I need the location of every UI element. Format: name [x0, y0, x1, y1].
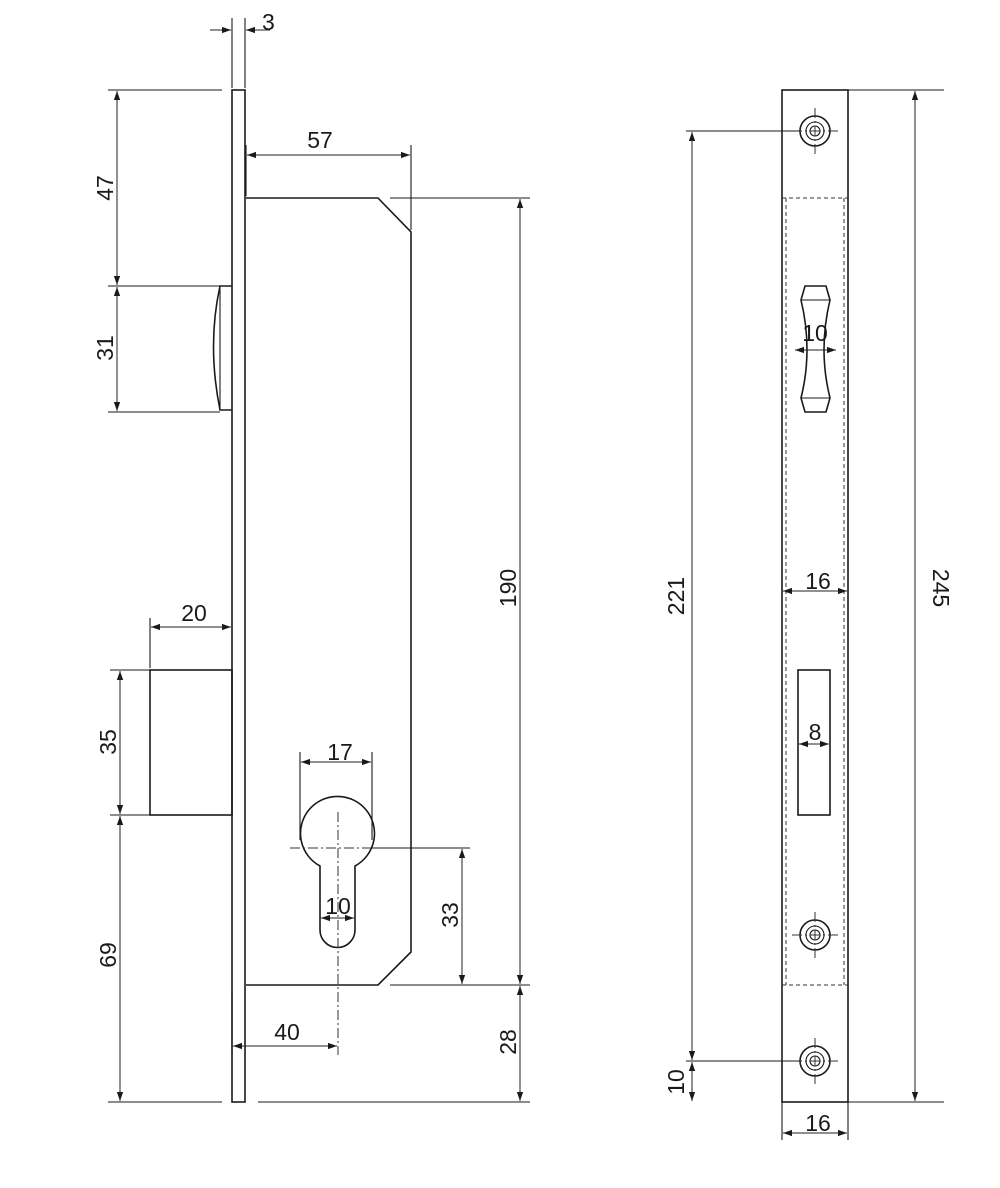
- dim-text-10-side: 10: [325, 893, 351, 919]
- dim-text-3: 3: [262, 9, 275, 35]
- dim-text-16-faceplate: 16: [805, 1110, 831, 1136]
- dim-backset: 40: [233, 1019, 337, 1050]
- dim-case-to-bottom: 28: [495, 986, 524, 1101]
- latch-opening: [800, 285, 831, 413]
- dim-text-47: 47: [92, 175, 118, 201]
- dim-text-31: 31: [92, 335, 118, 361]
- dim-text-33: 33: [437, 902, 463, 928]
- dim-text-16-case: 16: [805, 568, 831, 594]
- cylinder-cutout: [299, 795, 376, 949]
- dim-text-40: 40: [274, 1019, 300, 1045]
- dim-text-17: 17: [327, 739, 353, 765]
- dim-bolt-height: 35: [95, 671, 124, 814]
- lock-case: [246, 197, 412, 986]
- dim-bolt-to-bottom: 69: [95, 816, 124, 1101]
- latch-bolt: [212, 285, 232, 411]
- dim-faceplate-width: 16: [783, 1110, 847, 1137]
- dim-case-width: 16: [783, 568, 847, 595]
- dim-cylinder-to-case-bottom: 33: [437, 849, 466, 984]
- front-view: 221 245 10 16 8 10 16: [663, 89, 954, 1140]
- dim-text-10-latch: 10: [802, 320, 828, 346]
- dim-text-57: 57: [307, 127, 333, 153]
- screw-hole-middle: [792, 912, 838, 958]
- dim-screw-centers: 221: [663, 132, 696, 1060]
- dim-case-depth: 57: [247, 127, 410, 159]
- dim-text-221: 221: [663, 577, 689, 615]
- dim-text-190: 190: [495, 569, 521, 607]
- dim-top-to-latch: 47: [92, 91, 121, 285]
- dim-bolt-throw: 20: [151, 600, 231, 631]
- dim-text-69: 69: [95, 942, 121, 968]
- dim-bolt-hole-width: 8: [799, 719, 829, 748]
- dim-text-10-bottom: 10: [663, 1069, 689, 1095]
- side-faceplate: [231, 89, 246, 1103]
- dim-case-height: 190: [495, 199, 524, 984]
- dim-screw-to-bottom: 10: [663, 1062, 696, 1101]
- dim-text-245: 245: [928, 569, 954, 607]
- dim-latch-hole-width: 10: [795, 320, 836, 354]
- dim-latch-height: 31: [92, 287, 121, 411]
- side-view: 3 47 31 57 190 20 35 69: [92, 9, 530, 1103]
- dim-cylinder-width: 17: [301, 739, 371, 766]
- dim-faceplate-height: 245: [911, 91, 954, 1101]
- bolt-opening: [797, 669, 831, 816]
- dim-text-8: 8: [809, 719, 822, 745]
- dim-text-28: 28: [495, 1029, 521, 1055]
- dim-faceplate-thickness: 3: [210, 9, 275, 35]
- dim-cylinder-slot: 10: [321, 893, 354, 922]
- dead-bolt: [149, 669, 233, 816]
- dim-text-20: 20: [181, 600, 207, 626]
- front-faceplate: [781, 89, 849, 1103]
- dim-text-35: 35: [95, 729, 121, 755]
